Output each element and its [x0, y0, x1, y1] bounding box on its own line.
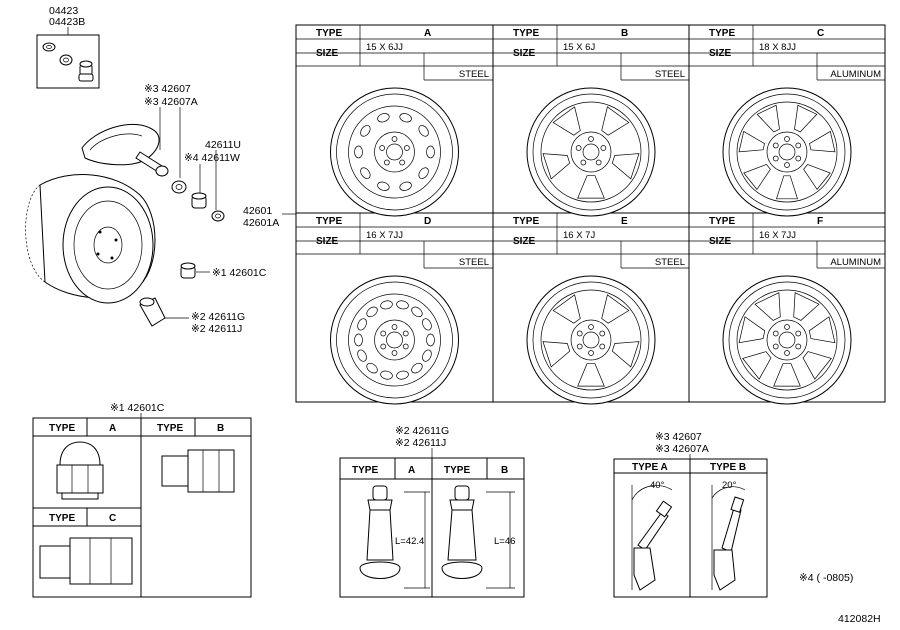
- part-number-42607: ※3 42607: [144, 83, 191, 95]
- wheel-size-label: SIZE: [709, 48, 732, 59]
- wheel-size-value: 15 X 6J: [563, 42, 595, 53]
- nut-c-drawing: [39, 537, 133, 585]
- valve-a-angle: 40°: [650, 480, 665, 491]
- stem-type-a-label: TYPE: [352, 465, 378, 476]
- tpms-sensor: [81, 124, 169, 177]
- nut-table-title: ※1 42601C: [110, 402, 165, 414]
- tire-assembly: [25, 174, 156, 304]
- stem-b-drawing: L=46: [441, 485, 515, 589]
- wheel-type-value: D: [424, 216, 431, 227]
- stem-type-table: TYPE A TYPE B L=42.4 L=46: [339, 457, 525, 598]
- valve-cap-parts: [171, 180, 225, 222]
- wheel-cell-a: TYPE A SIZE 15 X 6JJ STEEL: [296, 25, 493, 217]
- valve-type-a-label: TYPE A: [632, 462, 668, 473]
- valve-stem-small: [139, 297, 166, 327]
- wheel-type-label: TYPE: [316, 28, 342, 39]
- stem-table-title-1: ※2 42611G: [395, 425, 449, 437]
- nut-type-c-label: TYPE: [49, 513, 75, 524]
- wheel-drawing-e: [526, 275, 656, 405]
- nut-type-c-value: C: [109, 513, 116, 524]
- nut-type-a-label: TYPE: [49, 423, 75, 434]
- wheel-cell-f: TYPE F SIZE 16 X 7JJ ALUMINUM: [689, 213, 885, 405]
- stem-a-drawing: L=42.4: [359, 485, 430, 589]
- part-number-42601: 42601: [243, 205, 272, 217]
- valve-type-b-label: TYPE B: [710, 462, 746, 473]
- footnote: ※4 ( -0805): [799, 572, 853, 584]
- wheel-type-value: C: [817, 28, 824, 39]
- nut-type-b-value: B: [217, 423, 224, 434]
- wheel-drawing-b: [526, 87, 656, 217]
- nut-a-drawing: [56, 441, 104, 500]
- stem-type-b-value: B: [501, 465, 508, 476]
- wheel-size-value: 15 X 6JJ: [366, 42, 403, 53]
- wheel-size-label: SIZE: [316, 48, 339, 59]
- wheel-material: STEEL: [655, 257, 685, 268]
- valve-kit-box: [36, 34, 100, 89]
- wheel-material: STEEL: [459, 257, 489, 268]
- valve-table-title-2: ※3 42607A: [655, 443, 709, 455]
- stem-table-title-2: ※2 42611J: [395, 437, 446, 449]
- stem-a-length: L=42.4: [395, 536, 424, 547]
- wheel-type-value: F: [817, 216, 823, 227]
- part-number-42611j: ※2 42611J: [191, 323, 242, 335]
- wheel-drawing-c: [722, 87, 852, 217]
- nut-type-table: TYPE A TYPE B TYPE C: [32, 417, 252, 598]
- wheel-drawing-d: [330, 275, 459, 405]
- wheel-type-table: TYPE A SIZE 15 X 6JJ STEEL TYPE B SIZE 15 X 6J ST…: [295, 24, 886, 405]
- valve-b-angle: 20°: [722, 480, 737, 491]
- stem-type-b-label: TYPE: [444, 465, 470, 476]
- wheel-type-label: TYPE: [513, 28, 539, 39]
- wheel-size-value: 16 X 7JJ: [366, 230, 403, 241]
- part-number-42611g: ※2 42611G: [191, 311, 245, 323]
- wheel-cell-c: TYPE C SIZE 18 X 8JJ ALUMINUM: [689, 25, 885, 217]
- wheel-drawing-f: [722, 275, 852, 405]
- wheel-type-label: TYPE: [709, 216, 735, 227]
- stem-b-length: L=46: [494, 536, 515, 547]
- wheel-size-value: 16 X 7JJ: [759, 230, 796, 241]
- nut-b-drawing: [161, 449, 235, 493]
- valve-kit-parts: [42, 42, 94, 82]
- wheel-type-label: TYPE: [513, 216, 539, 227]
- wheel-size-label: SIZE: [513, 236, 536, 247]
- nut-type-a-value: A: [109, 423, 116, 434]
- wheel-size-label: SIZE: [316, 236, 339, 247]
- stem-type-a-value: A: [408, 465, 415, 476]
- wheel-type-label: TYPE: [709, 28, 735, 39]
- wheel-drawing-a: [330, 87, 459, 217]
- part-number-04423: 04423: [49, 5, 78, 17]
- wheel-material: ALUMINUM: [830, 257, 881, 268]
- lug-nut-small: [180, 262, 196, 279]
- wheel-type-value: B: [621, 28, 628, 39]
- wheel-cell-d: TYPE D SIZE 16 X 7JJ STEEL: [296, 213, 493, 405]
- valve-table-title-1: ※3 42607: [655, 431, 702, 443]
- part-number-04423b: 04423B: [49, 16, 85, 28]
- wheel-type-value: E: [621, 216, 628, 227]
- wheel-material: STEEL: [459, 69, 489, 80]
- wheel-size-label: SIZE: [513, 48, 536, 59]
- part-number-42611w: ※4 42611W: [184, 152, 240, 164]
- wheel-size-label: SIZE: [709, 236, 732, 247]
- nut-type-b-label: TYPE: [157, 423, 183, 434]
- valve-b-drawing: 20°: [711, 480, 746, 591]
- part-number-42607a: ※3 42607A: [144, 96, 198, 108]
- wheel-material: ALUMINUM: [830, 69, 881, 80]
- wheel-type-label: TYPE: [316, 216, 342, 227]
- part-number-42601c: ※1 42601C: [212, 267, 267, 279]
- diagram-id: 412082H: [838, 613, 881, 625]
- valve-angle-table: TYPE A TYPE B 40° 20°: [613, 458, 768, 598]
- wheel-material: STEEL: [655, 69, 685, 80]
- wheel-type-value: A: [424, 28, 431, 39]
- wheel-size-value: 16 X 7J: [563, 230, 595, 241]
- valve-a-drawing: 40°: [631, 480, 673, 591]
- wheel-cell-b: TYPE B SIZE 15 X 6J STEEL: [493, 25, 689, 217]
- part-number-42601a: 42601A: [243, 217, 279, 229]
- wheel-size-value: 18 X 8JJ: [759, 42, 796, 53]
- part-number-42611u: 42611U: [205, 139, 241, 151]
- wheel-cell-e: TYPE E SIZE 16 X 7J STEEL: [493, 213, 689, 405]
